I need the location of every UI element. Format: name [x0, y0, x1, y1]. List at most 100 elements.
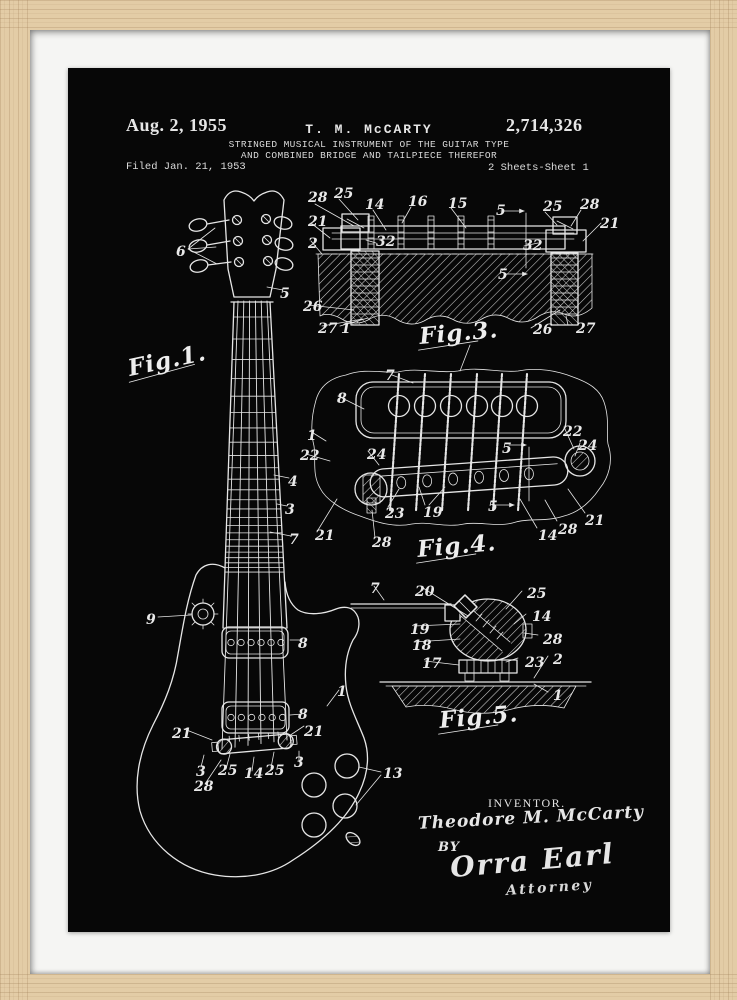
bridge-tailpiece — [211, 731, 298, 755]
ref-number-22: 22 — [299, 448, 320, 464]
ref-number-19: 19 — [410, 622, 430, 638]
frame-left — [0, 0, 30, 1000]
ref-number-8: 8 — [337, 391, 347, 407]
ref-number-14: 14 — [538, 528, 557, 544]
ref-number-14: 14 — [365, 197, 384, 213]
fig3-bridge-section-drawing — [307, 198, 602, 329]
ref-number-2: 2 — [552, 652, 563, 668]
ref-number-20: 20 — [414, 584, 435, 600]
patent-title-line2: AND COMBINED BRIDGE AND TAILPIECE THEREF… — [240, 150, 498, 161]
ref-number-5: 5 — [498, 267, 508, 283]
ref-number-8: 8 — [298, 636, 308, 652]
ref-number-25: 25 — [264, 763, 284, 779]
ref-number-8: 8 — [298, 707, 308, 723]
ref-number-17: 17 — [422, 656, 442, 672]
ref-number-13: 13 — [383, 766, 403, 782]
by-label: BY — [438, 840, 461, 855]
ref-number-25: 25 — [333, 186, 353, 202]
body-board-section — [391, 685, 577, 714]
ref-number-4: 4 — [288, 474, 298, 490]
ref-number-7: 7 — [385, 368, 395, 384]
ref-number-21: 21 — [307, 214, 327, 230]
frame-top — [0, 0, 737, 30]
inventor-heading: INVENTOR. — [488, 796, 566, 810]
frame-right — [710, 0, 737, 1000]
ref-number-5: 5 — [496, 203, 506, 219]
ref-number-32: 32 — [376, 234, 396, 250]
ref-number-1: 1 — [341, 321, 351, 337]
ref-number-5: 5 — [488, 499, 498, 515]
ref-number-7: 7 — [289, 532, 299, 548]
ref-number-21: 21 — [303, 724, 323, 740]
ref-number-28: 28 — [193, 779, 214, 795]
frame-bottom — [0, 974, 737, 1000]
fig3-leader-lines — [307, 198, 602, 329]
pole-pieces-top-view — [387, 394, 539, 418]
ref-number-16: 16 — [408, 194, 428, 210]
ref-number-24: 24 — [366, 447, 386, 463]
pickup-top-view — [355, 381, 567, 439]
ref-number-14: 14 — [244, 766, 263, 782]
patent-date: Aug. 2, 1955 — [126, 115, 228, 135]
output-jack — [345, 831, 361, 847]
tuner-buttons — [188, 216, 294, 273]
guitar-strings — [221, 300, 288, 750]
patent-print: Aug. 2, 1955 2,714,326 T. M. McCARTY STR… — [68, 68, 670, 932]
guitar-body-outline — [136, 563, 369, 878]
ref-number-1: 1 — [337, 684, 347, 700]
figure-caption: Fig.1. — [125, 339, 209, 382]
patent-title-line1: STRINGED MUSICAL INSTRUMENT OF THE GUITA… — [228, 139, 510, 150]
figure-caption: Fig.3. — [417, 316, 499, 350]
ref-number-24: 24 — [577, 438, 597, 454]
fig1-leader-lines — [157, 227, 382, 806]
ref-number-3: 3 — [196, 764, 206, 780]
fig1-guitar-drawing — [136, 190, 382, 878]
ref-number-5: 5 — [280, 286, 290, 302]
frets — [224, 316, 285, 573]
ref-number-26: 26 — [302, 299, 323, 315]
ref-number-7: 7 — [370, 581, 380, 597]
ref-number-3: 3 — [294, 755, 304, 771]
ref-number-23: 23 — [384, 506, 405, 522]
ref-number-28: 28 — [579, 197, 600, 213]
torn-body-outline — [311, 368, 611, 526]
ref-number-6: 6 — [176, 244, 186, 260]
control-knobs — [301, 753, 360, 838]
ref-number-1: 1 — [553, 688, 563, 704]
mat-board: Aug. 2, 1955 2,714,326 T. M. McCARTY STR… — [30, 30, 710, 974]
patent-number: 2,714,326 — [506, 115, 583, 135]
ref-number-28: 28 — [307, 190, 328, 206]
ref-number-25: 25 — [526, 586, 546, 602]
ref-number-25: 25 — [217, 763, 237, 779]
pickup-pole-pieces — [227, 638, 287, 722]
ref-number-21: 21 — [171, 726, 191, 742]
ref-number-28: 28 — [557, 522, 578, 538]
ref-number-28: 28 — [542, 632, 563, 648]
toggle-switch — [187, 598, 219, 630]
ref-number-23: 23 — [524, 655, 545, 671]
ref-number-21: 21 — [584, 513, 604, 529]
ref-number-5: 5 — [502, 441, 512, 457]
ref-number-3: 3 — [285, 502, 295, 518]
patent-sheet-info: 2 Sheets-Sheet 1 — [488, 162, 589, 174]
fig4-leader-lines — [305, 344, 586, 539]
ref-number-26: 26 — [532, 322, 553, 338]
ref-number-19: 19 — [423, 505, 443, 521]
ref-number-2: 2 — [307, 236, 318, 252]
ref-number-22: 22 — [562, 424, 583, 440]
ref-number-9: 9 — [146, 612, 156, 628]
strings-top-view — [388, 372, 529, 513]
bridge-bar-top-view — [369, 456, 569, 498]
patent-filed-date: Filed Jan. 21, 1953 — [126, 161, 246, 173]
ref-number-15: 15 — [448, 196, 467, 212]
patent-inventor-header: T. M. McCARTY — [305, 122, 433, 137]
ref-number-27: 27 — [575, 321, 596, 337]
bridge-pickup — [221, 701, 290, 734]
figure-caption: Fig.5. — [437, 700, 519, 734]
ref-number-21: 21 — [599, 216, 619, 232]
ref-number-28: 28 — [371, 535, 392, 551]
